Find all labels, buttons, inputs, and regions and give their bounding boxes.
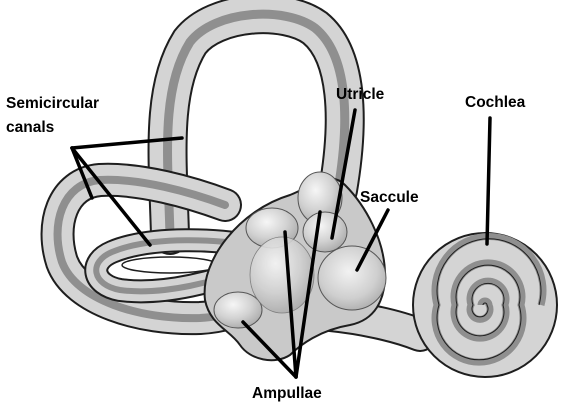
label-cochlea: Cochlea: [465, 94, 526, 111]
label-semicircular-line2: canals: [6, 119, 54, 136]
label-utricle: Utricle: [336, 86, 385, 103]
label-saccule: Saccule: [360, 189, 419, 206]
saccule-chamber: [318, 246, 386, 310]
leader-cochlea: [487, 118, 490, 244]
utricle-chamber: [303, 212, 347, 252]
ampulla-posterior: [214, 292, 262, 328]
label-semicircular-line1: Semicircular: [6, 95, 99, 112]
label-ampullae: Ampullae: [252, 385, 322, 402]
vestibule-center: [250, 237, 314, 313]
